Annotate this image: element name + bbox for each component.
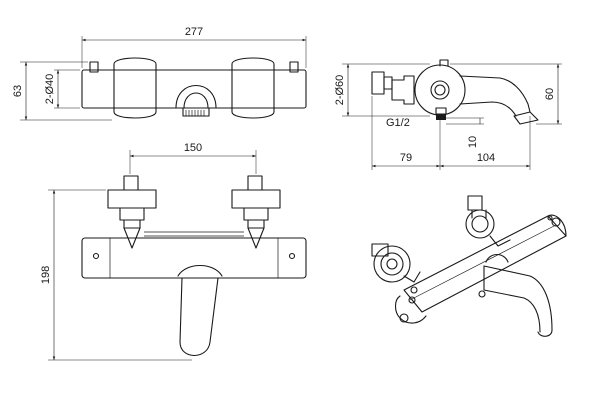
dim-side-height: 60 — [544, 88, 556, 100]
dim-left-depth: 79 — [400, 152, 412, 164]
front-view: 150 198 — [40, 142, 307, 361]
thread-marker-icon — [436, 114, 446, 120]
dim-width-top: 277 — [185, 26, 203, 38]
dim-body-diameter: 2-Ø40 — [44, 74, 56, 105]
top-view: 277 2-Ø40 63 — [12, 26, 307, 121]
isometric-view — [371, 195, 567, 337]
dim-height-top: 63 — [12, 85, 24, 97]
dim-right-depth: 104 — [477, 152, 495, 164]
side-view: 2-Ø60 60 G1/2 10 79 104 — [334, 59, 562, 170]
dim-side-diameter: 2-Ø60 — [334, 75, 346, 106]
dim-thread: G1/2 — [386, 117, 410, 129]
dim-gap-small: 10 — [467, 136, 479, 148]
dim-front-height: 198 — [40, 266, 52, 284]
dim-inlet-spacing: 150 — [184, 142, 202, 154]
